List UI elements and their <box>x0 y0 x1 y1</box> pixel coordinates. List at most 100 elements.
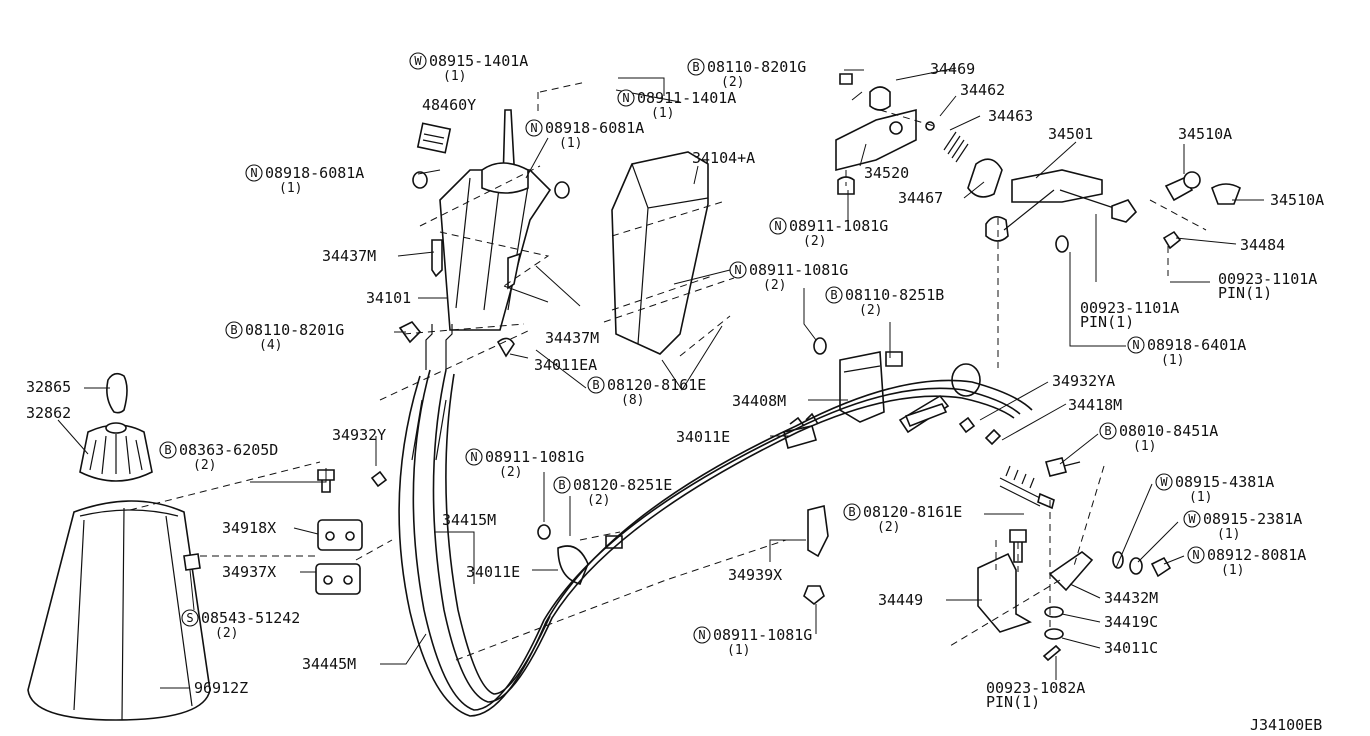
callout-quantity: (2) <box>215 626 238 641</box>
callout-part-number: 34510A <box>1178 125 1232 143</box>
prefix-circle-icon <box>729 261 747 279</box>
callout-part-number: 08911-1081G <box>789 217 888 235</box>
callout-part-number: 08010-8451A <box>1119 422 1218 440</box>
cables <box>398 324 1033 717</box>
callout-part-number: 34419C <box>1104 613 1158 631</box>
callout-quantity: (1) <box>559 136 582 151</box>
diagram-code: J34100EB <box>1250 716 1322 734</box>
callout-quantity: (1) <box>1217 527 1240 542</box>
prefix-circle-icon <box>181 609 199 627</box>
callout-c7: 34101 <box>366 289 411 307</box>
callout-part-number: 08912-8081A <box>1207 546 1306 564</box>
callout-part-number: 34011C <box>1104 639 1158 657</box>
callout-c34: 32865 <box>26 378 71 396</box>
callout-quantity: (1) <box>727 643 750 658</box>
callout-part-number: 48460Y <box>422 96 476 114</box>
prefix-circle-icon <box>225 321 243 339</box>
callout-c10: 34011EA <box>534 356 597 374</box>
callout-part-number: 08918-6081A <box>545 119 644 137</box>
lever-drawing <box>1011 169 1103 203</box>
callout-part-number: 00923-1101A <box>1218 270 1317 288</box>
prefix-circle-icon <box>1183 510 1201 528</box>
callout-c45: 34445M <box>302 655 356 673</box>
callout-quantity: PIN(1) <box>1080 313 1134 331</box>
shifter-housing-drawing <box>439 169 552 331</box>
callout-quantity: (2) <box>877 520 900 535</box>
callout-quantity: (2) <box>499 465 522 480</box>
callout-part-number: 08915-2381A <box>1203 510 1302 528</box>
prefix-circle-icon <box>159 441 177 459</box>
callout-prefix: W <box>1188 512 1196 526</box>
callout-part-number: 08543-51242 <box>201 609 300 627</box>
callout-quantity: (1) <box>1221 563 1244 578</box>
console-boot-drawing <box>27 500 211 721</box>
callout-prefix: W <box>1160 475 1168 489</box>
callout-prefix: S <box>186 611 193 625</box>
callout-prefix: B <box>164 443 171 457</box>
prefix-circle-icon <box>1127 336 1145 354</box>
callout-part-number: 34932Y <box>332 426 386 444</box>
callout-quantity: (2) <box>763 278 786 293</box>
callout-part-number: 34011EA <box>534 356 597 374</box>
prefix-circle-icon <box>587 376 605 394</box>
leader-lines <box>57 67 1264 689</box>
callout-quantity: (8) <box>621 393 644 408</box>
callout-c32: 34011E <box>676 428 730 446</box>
callout-prefix: W <box>414 54 422 68</box>
callout-part-number: 08120-8161E <box>863 503 962 521</box>
callout-quantity: (2) <box>859 303 882 318</box>
callout-part-number: 34932YA <box>1052 372 1115 390</box>
prefix-circle-icon <box>1099 422 1117 440</box>
callout-prefix: N <box>698 628 705 642</box>
callout-part-number: 34418M <box>1068 396 1122 414</box>
callout-part-number: 08918-6081A <box>265 164 364 182</box>
callout-part-number: 08363-6205D <box>179 441 278 459</box>
callout-c22: 34510A <box>1178 125 1232 143</box>
callout-part-number: 08110-8201G <box>707 58 806 76</box>
callout-c42: 34937X <box>222 563 276 581</box>
callout-part-number: 00923-1101A <box>1080 299 1179 317</box>
callout-quantity: (1) <box>651 106 674 121</box>
callout-part-number: 34449 <box>878 591 923 609</box>
callout-part-number: 34437M <box>322 247 376 265</box>
prefix-circle-icon <box>245 164 263 182</box>
assembly-dashes <box>129 81 1207 661</box>
callout-part-number: 32865 <box>26 378 71 396</box>
callout-c56: 34011C <box>1104 639 1158 657</box>
callout-prefix: B <box>848 505 855 519</box>
prefix-circle-icon <box>1187 546 1205 564</box>
callout-quantity: (2) <box>803 234 826 249</box>
callout-c23: 34510A <box>1270 191 1324 209</box>
callout-c19: 34467 <box>898 189 943 207</box>
callout-c44: S 08543-51242(2) <box>181 609 300 641</box>
callout-part-number: 96912Z <box>194 679 248 697</box>
mount-bracket-drawing <box>977 552 1032 633</box>
callout-quantity: (2) <box>587 493 610 508</box>
callout-part-number: 34937X <box>222 563 276 581</box>
callout-c31: 34418M <box>1068 396 1122 414</box>
callout-part-number: 34918X <box>222 519 276 537</box>
callout-quantity: (1) <box>1133 439 1156 454</box>
callout-part-number: 34408M <box>732 392 786 410</box>
callout-prefix: B <box>230 323 237 337</box>
callout-quantity: (1) <box>1189 490 1212 505</box>
callout-part-number: 08911-1401A <box>637 89 736 107</box>
callout-c46: 96912Z <box>194 679 248 697</box>
callout-part-number: 34469 <box>930 60 975 78</box>
callout-part-number: 34011E <box>676 428 730 446</box>
callout-prefix: N <box>622 91 629 105</box>
callout-quantity: PIN(1) <box>1218 284 1272 302</box>
callout-part-number: 08110-8251B <box>845 286 944 304</box>
prefix-circle-icon <box>525 119 543 137</box>
